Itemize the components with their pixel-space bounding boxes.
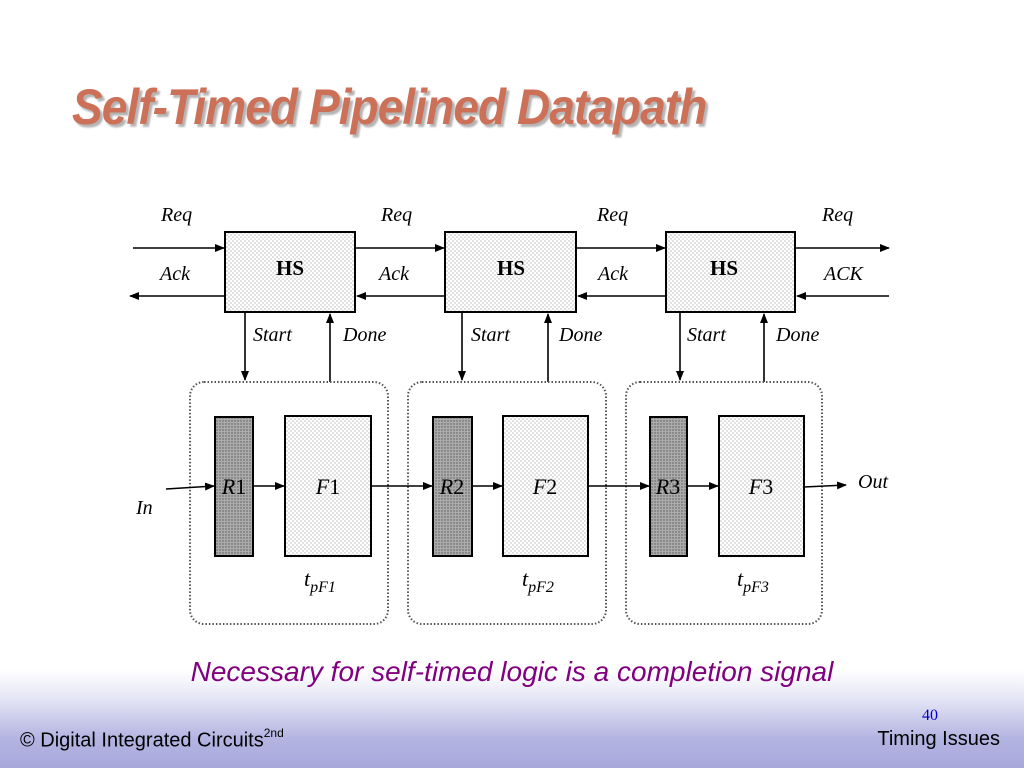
function-block-1: F1 — [284, 415, 372, 557]
svg-text:F3: F3 — [748, 474, 773, 499]
function-2-letter: F — [532, 474, 547, 499]
pipeline-diagram: Req Req Req Req Ack Ack Ack ACK HS HS HS… — [129, 204, 890, 625]
svg-text:R2: R2 — [439, 474, 464, 499]
req-labels: Req Req Req Req — [160, 204, 853, 226]
footer-copyright: © Digital Integrated Circuits2nd — [20, 726, 284, 753]
hs-block-2: HS — [444, 231, 577, 313]
svg-text:tpF1: tpF1 — [304, 566, 336, 596]
function-block-3: F3 — [718, 415, 805, 557]
done-label-3: Done — [775, 324, 819, 346]
function-block-2: F2 — [502, 415, 589, 557]
register-1: R1 — [214, 416, 254, 557]
ack-label-2: Ack — [596, 263, 629, 285]
copyright-edition: 2nd — [263, 726, 284, 740]
req-label-0: Req — [160, 204, 192, 226]
register-1-number: 1 — [235, 474, 246, 499]
ack-label-1: Ack — [377, 263, 410, 285]
register-3-number: 3 — [669, 474, 680, 499]
done-label-1: Done — [342, 324, 386, 346]
ack-labels: Ack Ack Ack ACK — [158, 263, 865, 285]
done-label-2: Done — [558, 324, 602, 346]
hs-label-2: HS — [497, 256, 525, 280]
out-arrow — [803, 481, 847, 490]
handshake-arrows — [129, 244, 890, 300]
ack-label-3: ACK — [822, 263, 865, 285]
start-done-labels: Start Done Start Done Start Done — [253, 324, 819, 346]
stage-container-3 — [625, 381, 823, 625]
input-label: In — [135, 497, 153, 519]
svg-text:F1: F1 — [315, 474, 340, 499]
delay-label-2-t: t — [522, 566, 529, 591]
svg-text:R1: R1 — [221, 474, 246, 499]
register-3-letter: R — [655, 474, 670, 499]
stage-container-2 — [407, 381, 607, 625]
register-2-letter: R — [439, 474, 454, 499]
svg-text:R3: R3 — [655, 474, 680, 499]
stage-container-1 — [189, 381, 389, 625]
delay-label-3-t: t — [737, 566, 744, 591]
register-2: R2 — [432, 416, 473, 557]
function-3-number: 3 — [762, 474, 773, 499]
svg-text:F2: F2 — [532, 474, 557, 499]
stage-containers — [189, 381, 823, 625]
slide-title: Self-Timed Pipelined Datapath — [72, 79, 707, 135]
req-label-1: Req — [380, 204, 412, 226]
start-label-1: Start — [253, 324, 292, 346]
req-label-3: Req — [821, 204, 853, 226]
ack-label-0: Ack — [158, 263, 191, 285]
delay-labels: tpF1 tpF2 tpF3 — [304, 566, 769, 596]
function-3-letter: F — [748, 474, 763, 499]
start-label-3: Start — [687, 324, 726, 346]
footer-band — [0, 670, 1024, 768]
hs-label-3: HS — [710, 256, 738, 280]
copyright-text: © Digital Integrated Circuits — [20, 729, 264, 752]
svg-text:tpF2: tpF2 — [522, 566, 554, 596]
req-label-2: Req — [596, 204, 628, 226]
function-1-letter: F — [315, 474, 330, 499]
delay-label-1-t: t — [304, 566, 311, 591]
page-number: 40 — [922, 707, 938, 724]
datapath-arrows — [165, 481, 847, 491]
function-1-number: 1 — [329, 474, 340, 499]
start-done-arrows — [241, 312, 768, 382]
hs-label-1: HS — [276, 256, 304, 280]
slide-caption: Necessary for self-timed logic is a comp… — [190, 656, 834, 687]
output-label: Out — [858, 471, 888, 493]
in-arrow — [165, 482, 215, 491]
svg-text:tpF3: tpF3 — [737, 566, 769, 596]
register-1-letter: R — [221, 474, 236, 499]
hs-block-3: HS — [665, 231, 796, 313]
function-2-number: 2 — [546, 474, 557, 499]
register-2-number: 2 — [453, 474, 464, 499]
delay-label-1-sub: pF1 — [309, 579, 336, 596]
register-3: R3 — [649, 416, 688, 557]
hs-block-1: HS — [224, 231, 356, 313]
start-label-2: Start — [471, 324, 510, 346]
footer-section-label: Timing Issues — [877, 728, 1000, 750]
delay-label-2-sub: pF2 — [527, 579, 554, 596]
delay-label-3-sub: pF3 — [742, 579, 769, 596]
